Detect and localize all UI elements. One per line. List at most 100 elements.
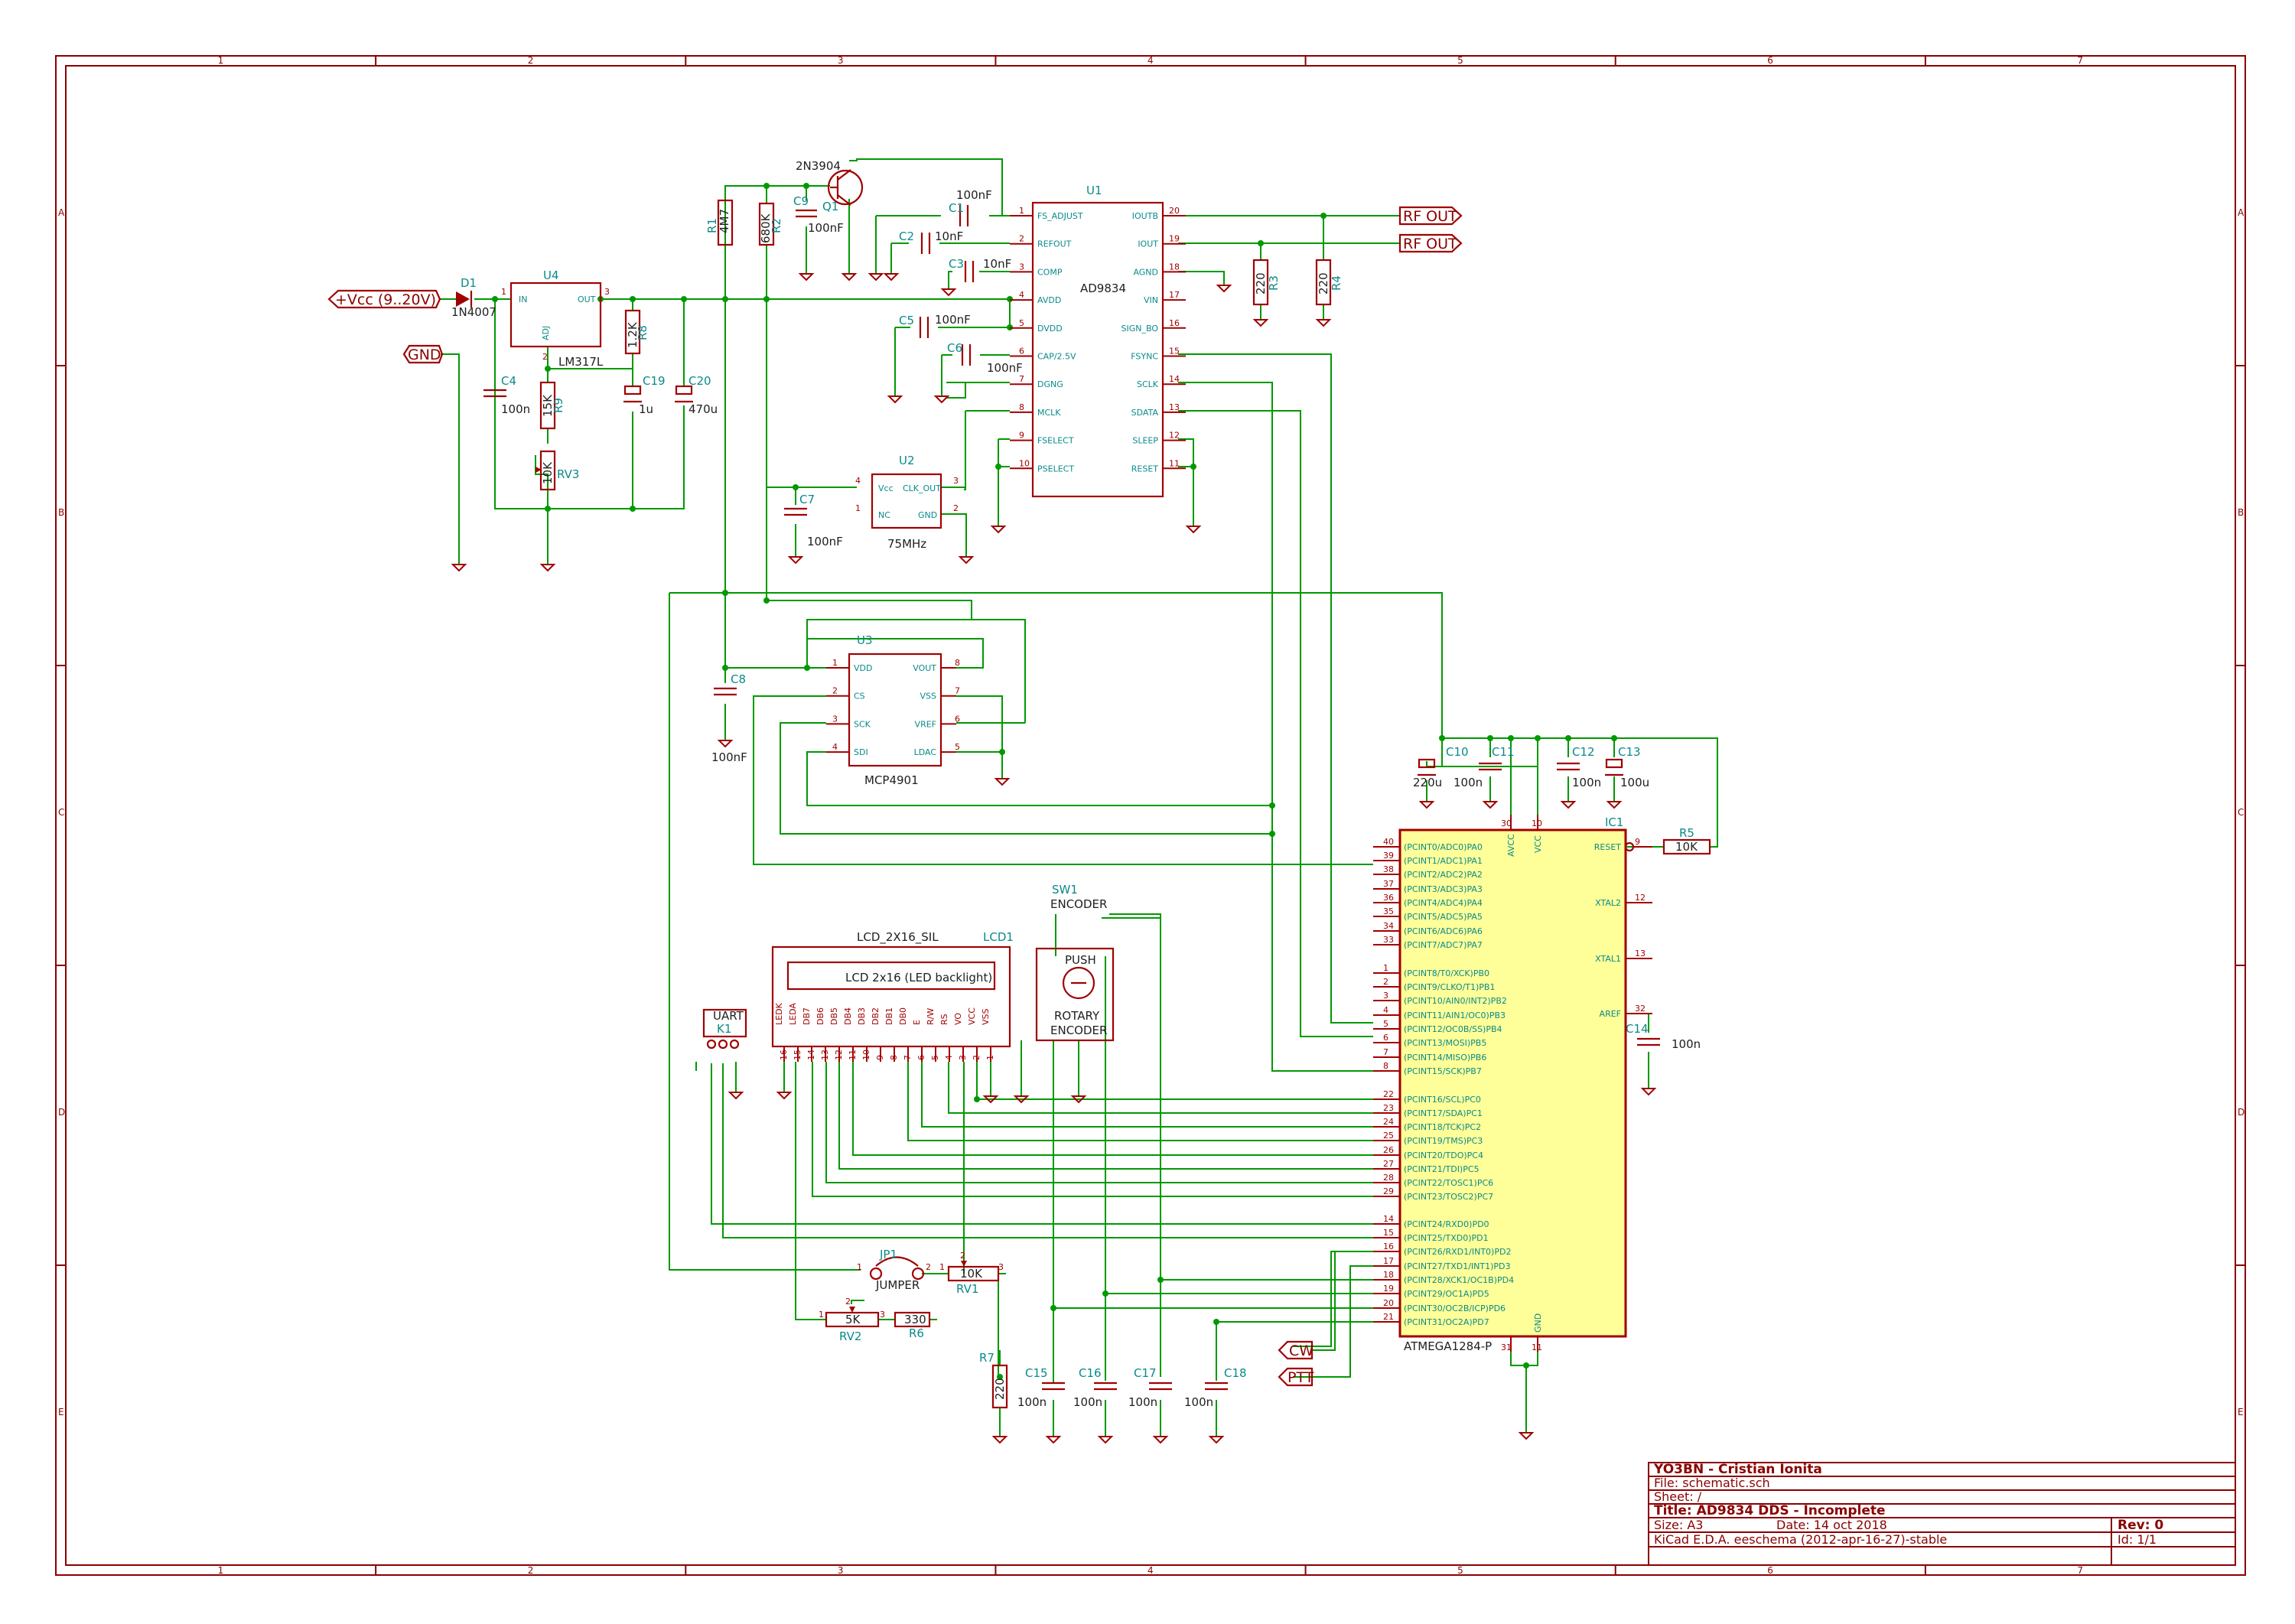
- ic1-pin-name: AREF: [1600, 1009, 1621, 1019]
- svg-text:2: 2: [542, 352, 548, 362]
- svg-text:15K: 15K: [541, 394, 555, 417]
- lcd-pin-number: 10: [861, 1050, 871, 1060]
- ground-icon: [451, 564, 467, 572]
- lcd-pin-name: LEDK: [774, 1002, 784, 1025]
- trimmer-rv3: 10K RV3: [536, 450, 579, 491]
- ic1-pin-number: 18: [1383, 1270, 1394, 1280]
- u1-pin-name: CAP/2.5V: [1037, 352, 1076, 362]
- ground-icon: [1097, 1436, 1114, 1444]
- svg-text:U2: U2: [899, 454, 915, 467]
- ic1-pin-number: 36: [1383, 893, 1394, 903]
- svg-text:C12: C12: [1572, 745, 1595, 759]
- lcd-pin-name: VSS: [981, 1008, 991, 1025]
- ic1-pin-number: 25: [1383, 1131, 1394, 1141]
- u1-pin-name: MCLK: [1037, 408, 1061, 418]
- u3-pin-number: 6: [955, 714, 960, 724]
- grid-row-label-right: A: [2238, 207, 2245, 218]
- lcd-pin-number: 14: [806, 1050, 816, 1060]
- svg-text:470u: 470u: [688, 402, 718, 416]
- mcu-ic1-atmega1284: IC1 ATMEGA1284-P AVCC VCC 30 10 GND 31 1…: [1373, 815, 1652, 1353]
- svg-text:RV2: RV2: [839, 1329, 861, 1343]
- ground-icon: [787, 556, 804, 565]
- grid-row-label-right: B: [2238, 507, 2244, 518]
- dac-u3-mcp4901: U3 MCP4901 1VDD2CS3SCK4SDI8VOUT7VSS6VREF…: [826, 633, 960, 787]
- ic-u1-ad9834: U1 AD9834 1FS_ADJUST2REFOUT3COMP4AVDD5DV…: [1010, 184, 1186, 498]
- ic1-pin-name: (PCINT28/XCK1/OC1B)PD4: [1404, 1275, 1514, 1285]
- svg-text:10K: 10K: [541, 461, 555, 484]
- ic1-pin-name: (PCINT16/SCL)PC0: [1404, 1095, 1481, 1105]
- ic1-pin-name: (PCINT7/ADC7)PA7: [1404, 940, 1483, 950]
- u1-pin-name: VIN: [1144, 295, 1158, 305]
- svg-text:LM317L: LM317L: [558, 355, 604, 369]
- svg-text:2: 2: [960, 1251, 965, 1261]
- svg-text:100u: 100u: [1620, 776, 1649, 789]
- svg-text:RF OUT: RF OUT: [1403, 236, 1457, 252]
- grid-col-label-bottom: 4: [1148, 1565, 1154, 1576]
- svg-text:C6: C6: [947, 341, 962, 355]
- grid-col-label-bottom: 6: [1767, 1565, 1773, 1576]
- ic1-pin-number: 7: [1383, 1047, 1388, 1057]
- u1-pin-number: 16: [1169, 318, 1180, 328]
- svg-text:ENCODER: ENCODER: [1050, 897, 1107, 911]
- grid-col-label-bottom: 5: [1457, 1565, 1463, 1576]
- ptt-label: PTT: [1278, 1367, 1314, 1387]
- svg-text:OUT: OUT: [578, 295, 596, 304]
- ic1-pin-name: (PCINT17/SDA)PC1: [1404, 1108, 1483, 1118]
- svg-text:10nF: 10nF: [935, 229, 963, 243]
- regulator-u4: IN OUT ADJ U4 LM317L 1 3 2: [501, 268, 610, 369]
- diode-d1: D1 1N4007: [451, 276, 496, 319]
- ic1-pin-name: XTAL1: [1595, 954, 1621, 964]
- ic1-pin-number: 16: [1383, 1242, 1394, 1251]
- grid-col-label-top: 5: [1457, 55, 1463, 66]
- grid-col-label-top: 1: [218, 55, 224, 66]
- svg-text:RV3: RV3: [557, 467, 579, 481]
- svg-text:3: 3: [953, 476, 959, 486]
- grid-row-label-left: E: [58, 1407, 64, 1417]
- oscillator-u2: U2 75MHz Vcc NC CLK_OUT GND 4 1 3 2: [855, 454, 959, 551]
- capacitor-c2: C2 10nF: [899, 229, 963, 254]
- ground-icon: [1013, 1095, 1030, 1104]
- resistor-r6: 330 R6: [894, 1311, 931, 1340]
- u1-pin-name: RESET: [1131, 464, 1159, 474]
- svg-text:3: 3: [880, 1310, 885, 1320]
- u1-pin-number: 14: [1169, 374, 1180, 384]
- ic1-pin-name: (PCINT11/AIN1/OC0)PB3: [1404, 1011, 1506, 1020]
- ic1-pin-name: (PCINT6/ADC6)PA6: [1404, 926, 1483, 936]
- u3-pin-name: VREF: [915, 719, 936, 729]
- ground-icon: [1640, 1088, 1657, 1096]
- ground-icon: [1208, 1436, 1225, 1444]
- ic1-pin-name: (PCINT1/ADC1)PA1: [1404, 856, 1483, 866]
- svg-text:100n: 100n: [1454, 776, 1483, 789]
- capacitor-c4: C4 100n: [483, 374, 530, 416]
- grid-col-label-top: 2: [528, 55, 534, 66]
- svg-text:2: 2: [953, 503, 959, 513]
- capacitor-c16: C16 100n: [1073, 1366, 1117, 1409]
- svg-text:5K: 5K: [845, 1313, 861, 1326]
- ic1-pin-number: 29: [1383, 1186, 1394, 1196]
- ic1-pin-number: 2: [1383, 977, 1388, 987]
- capacitor-c15: C15 100n: [1017, 1366, 1065, 1409]
- lcd-pin-name: DB2: [871, 1007, 881, 1025]
- u3-pin-name: SCK: [854, 719, 871, 729]
- svg-text:100n: 100n: [1572, 776, 1601, 789]
- u1-pin-name: IOUT: [1138, 239, 1158, 249]
- u1-pin-number: 4: [1019, 290, 1024, 300]
- lcd-pin-name: RS: [939, 1014, 949, 1025]
- lcd-pin-number: 5: [930, 1055, 940, 1060]
- tb-size: Size: A3: [1654, 1518, 1703, 1532]
- lcd-pin-number: 3: [958, 1055, 968, 1060]
- ic1-pin-name: (PCINT26/RXD1/INT0)PD2: [1404, 1247, 1511, 1257]
- svg-text:LCD1: LCD1: [983, 930, 1014, 944]
- ic1-pin-name: (PCINT30/OC2B/ICP)PD6: [1404, 1303, 1506, 1313]
- ic1-pin-name: (PCINT27/TXD1/INT1)PD3: [1404, 1261, 1511, 1271]
- ground-icon: [1070, 1095, 1087, 1104]
- ic1-pin-number: 22: [1383, 1089, 1394, 1099]
- ic1-pin-number: 19: [1383, 1284, 1394, 1294]
- ground-icon: [883, 273, 900, 282]
- ground-icon: [958, 556, 975, 565]
- capacitor-c12: C12 100n: [1557, 745, 1601, 789]
- svg-text:LCD 2x16 (LED backlight): LCD 2x16 (LED backlight): [845, 971, 992, 984]
- svg-text:10K: 10K: [1675, 840, 1698, 854]
- u1-pin-name: DGNG: [1037, 379, 1063, 389]
- ic1-pin-name: (PCINT14/MISO)PB6: [1404, 1053, 1486, 1063]
